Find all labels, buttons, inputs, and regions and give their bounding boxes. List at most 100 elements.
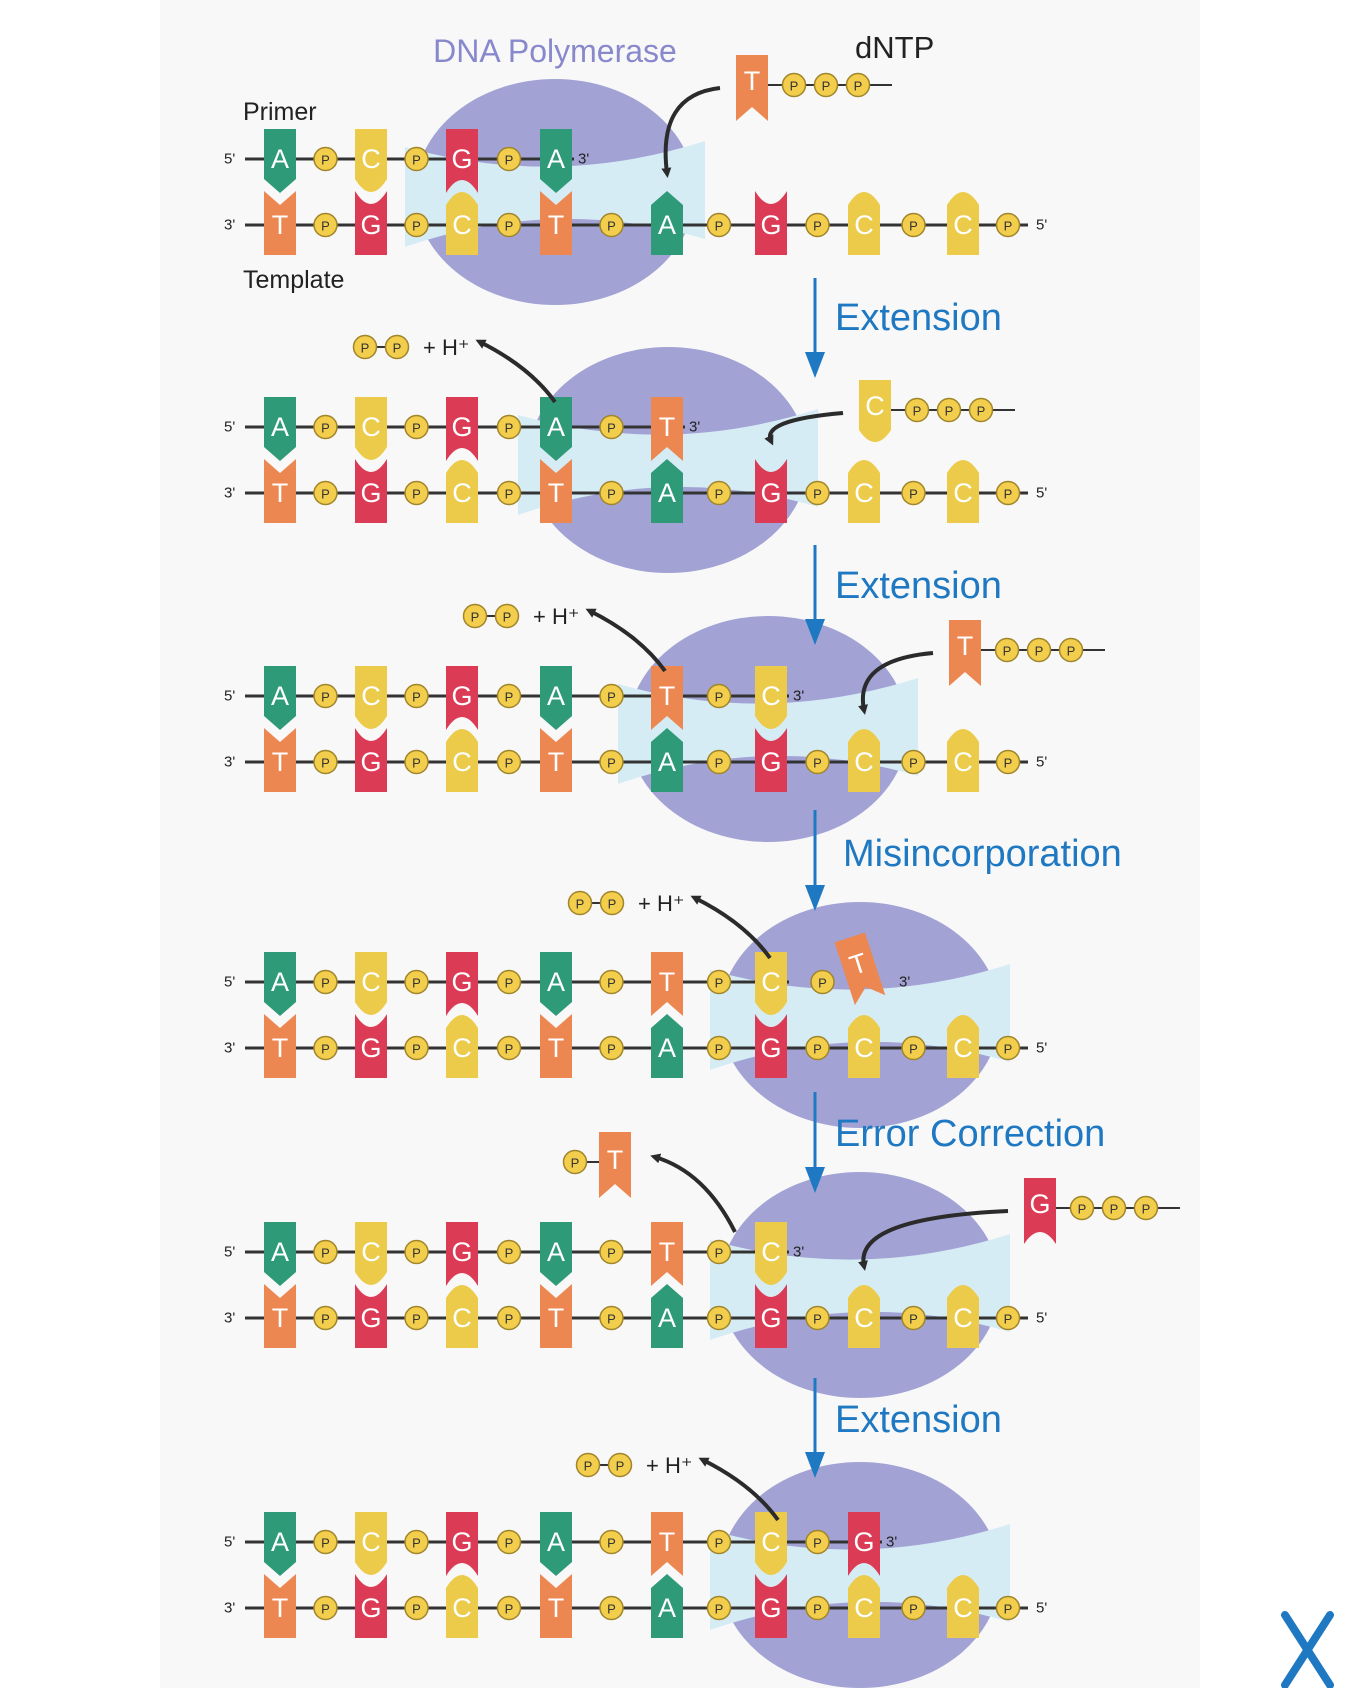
template-three-prime-label: 3': [224, 1600, 235, 1617]
phosphate: P: [1133, 1195, 1159, 1221]
template-nucleotide-A: A: [651, 191, 683, 255]
template-nucleotide-G: G: [355, 191, 387, 255]
phosphate-label: P: [813, 487, 822, 502]
phosphate: P: [995, 1305, 1021, 1331]
phosphate: P: [1069, 1195, 1095, 1221]
template-nucleotide-G: G: [755, 1574, 787, 1638]
primer-nucleotide-A: A: [540, 952, 572, 1016]
phosphate-label: P: [505, 1312, 514, 1327]
base-letter: T: [272, 478, 289, 508]
phosphate: P: [805, 212, 830, 238]
base-letter: C: [452, 1593, 472, 1623]
phosphate: P: [995, 749, 1021, 775]
phosphate: P: [313, 414, 338, 440]
base-letter: T: [272, 1033, 289, 1063]
step-arrow-5: [805, 1378, 825, 1478]
primer-nucleotide-G: G: [446, 129, 478, 193]
template-nucleotide-C: C: [848, 1575, 880, 1638]
primer-nucleotide-C: C: [355, 666, 387, 729]
primer-five-prime-label: 5': [224, 974, 235, 991]
phosphate-label: P: [505, 1246, 514, 1261]
base-letter: G: [760, 478, 781, 508]
base-letter: G: [451, 967, 472, 997]
phosphate: P: [599, 414, 624, 440]
phosphate: P: [706, 749, 732, 775]
template-five-prime-label: 5': [1036, 1310, 1047, 1327]
phosphate-label: P: [571, 1156, 580, 1171]
template-nucleotide-C: C: [947, 192, 979, 255]
template-nucleotide-T: T: [264, 191, 296, 255]
primer-five-prime-label: 5': [224, 688, 235, 705]
phosphate-label: P: [715, 219, 724, 234]
phosphate: P: [706, 480, 732, 506]
base-letter: T: [272, 210, 289, 240]
base-letter: T: [957, 631, 974, 661]
base-letter: A: [658, 1303, 676, 1333]
phosphate-label: P: [503, 610, 512, 625]
base-letter: C: [953, 1593, 973, 1623]
template-nucleotide-C: C: [446, 460, 478, 523]
base-letter: C: [865, 391, 885, 421]
phosphate-label: P: [1004, 756, 1013, 771]
phosphate: P: [901, 1595, 926, 1621]
phosphate-label: P: [321, 487, 330, 502]
base-letter: C: [452, 1033, 472, 1063]
dna-polymerase-label: DNA Polymerase: [433, 33, 677, 69]
proton-label: + H⁺: [638, 891, 684, 916]
phosphate-label: P: [854, 79, 863, 94]
template-nucleotide-G: G: [355, 1284, 387, 1348]
proton-label: + H⁺: [646, 1453, 692, 1478]
misincorporated-nucleotide-T: T: [834, 932, 886, 1006]
base-letter: C: [761, 1237, 781, 1267]
primer-nucleotide-T: T: [651, 397, 683, 461]
template-nucleotide-C: C: [947, 460, 979, 523]
base-letter: G: [760, 1593, 781, 1623]
phosphate-label: P: [505, 487, 514, 502]
template-nucleotide-G: G: [755, 1014, 787, 1078]
template-nucleotide-G: G: [755, 191, 787, 255]
diagram-panel: [160, 0, 1200, 1688]
phosphate: P: [404, 1035, 429, 1061]
phosphate-label: P: [715, 756, 724, 771]
phosphate-label: P: [412, 1536, 421, 1551]
phosphate-label: P: [412, 1042, 421, 1057]
base-letter: G: [360, 210, 381, 240]
phosphate: P: [805, 1305, 830, 1331]
template-nucleotide-T: T: [540, 191, 572, 255]
template-three-prime-label: 3': [224, 485, 235, 502]
phosphate: P: [901, 212, 926, 238]
phosphate-label: P: [412, 487, 421, 502]
base-letter: T: [548, 1033, 565, 1063]
phosphate-label: P: [977, 404, 986, 419]
phosphate: P: [968, 397, 994, 423]
phosphate-label: P: [607, 219, 616, 234]
phosphate: P: [313, 1529, 338, 1555]
phosphate: P: [404, 749, 429, 775]
template-three-prime-label: 3': [224, 1040, 235, 1057]
phosphate-label: P: [607, 421, 616, 436]
phosphate-label: P: [1004, 219, 1013, 234]
phosphate-label: P: [393, 341, 402, 356]
template-nucleotide-C: C: [446, 1575, 478, 1638]
template-nucleotide-A: A: [651, 1574, 683, 1638]
template-nucleotide-G: G: [355, 459, 387, 523]
step-label-1: Extension: [835, 297, 1002, 339]
template-nucleotide-C: C: [947, 1575, 979, 1638]
primer-nucleotide-C: C: [355, 129, 387, 192]
phosphate: P: [936, 397, 962, 423]
phosphate: P: [384, 334, 410, 360]
template-nucleotide-T: T: [264, 1574, 296, 1638]
base-letter: G: [360, 747, 381, 777]
phosphate-label: P: [321, 1602, 330, 1617]
base-letter: C: [452, 747, 472, 777]
phosphate: P: [575, 1452, 601, 1478]
phosphate-label: P: [715, 1042, 724, 1057]
template-nucleotide-T: T: [264, 459, 296, 523]
base-letter: C: [953, 210, 973, 240]
template-nucleotide-T: T: [540, 459, 572, 523]
